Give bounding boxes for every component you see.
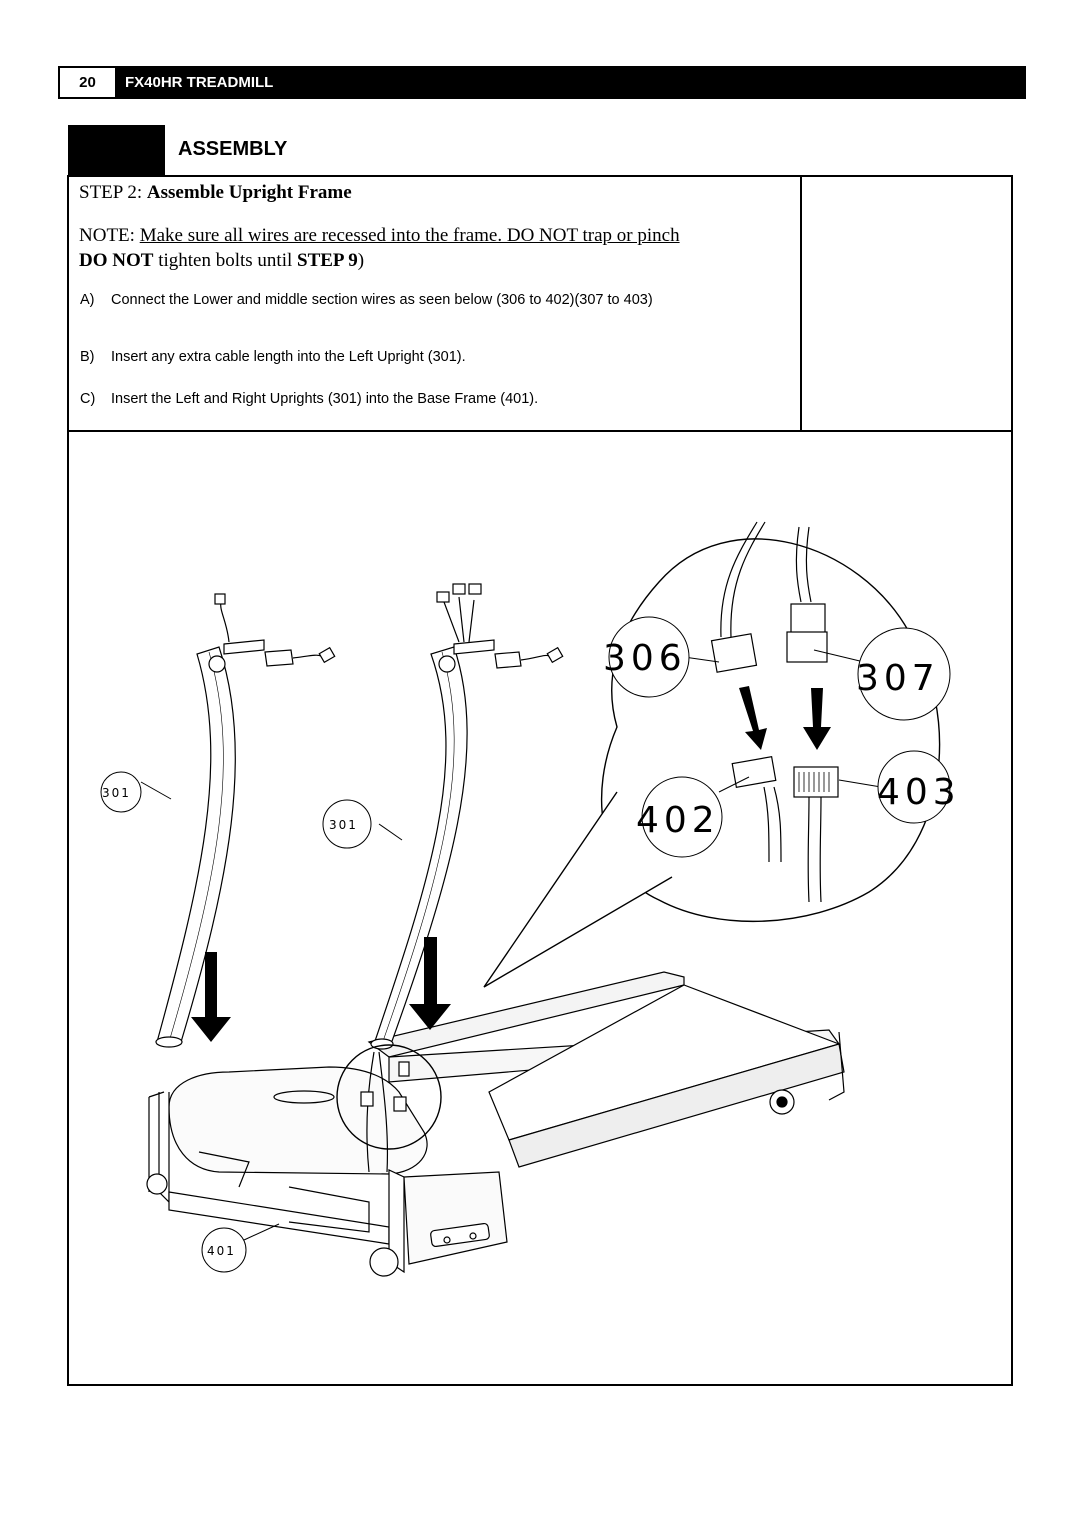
note-prefix: NOTE:	[79, 225, 140, 246]
right-upright	[370, 583, 564, 1050]
step-text-box: STEP 2: Assemble Upright Frame NOTE: Mak…	[67, 175, 1013, 432]
instruction-text: Insert the Left and Right Uprights (301)…	[111, 391, 539, 407]
note-end: )	[357, 250, 365, 271]
part-label-301-left: 301	[102, 786, 131, 800]
instruction-text: Insert any extra cable length into the L…	[111, 349, 466, 365]
treadmill-deck	[367, 971, 845, 1168]
assembly-diagram: 301 301 401 306 307 402 403	[100, 521, 961, 1277]
page-number: 20	[60, 68, 115, 97]
label-circle-403	[877, 750, 951, 824]
connection-detail-circle	[336, 1044, 442, 1150]
step-title: STEP 2: Assemble Upright Frame	[79, 182, 352, 204]
instruction-c: C) Insert the Left and Right Uprights (3…	[80, 389, 791, 410]
part-label-402: 402	[636, 800, 720, 841]
down-arrow-right	[409, 937, 451, 1030]
magnified-connectors	[710, 521, 839, 903]
label-circle-306	[608, 616, 690, 698]
step-note: NOTE: Make sure all wires are recessed i…	[79, 223, 799, 273]
instruction-text: Connect the Lower and middle section wir…	[111, 292, 653, 308]
left-upright	[155, 593, 336, 1048]
instruction-letter: C)	[80, 391, 96, 407]
callout-pointer	[483, 791, 673, 988]
down-arrow-left	[191, 952, 231, 1042]
box-divider	[800, 177, 802, 430]
arrows	[191, 686, 831, 1042]
instruction-a: A) Connect the Lower and middle section …	[80, 290, 791, 311]
label-circle-402	[641, 776, 723, 858]
page-header: 20 FX40HR TREADMILL	[58, 66, 1026, 99]
base-wires	[360, 1051, 410, 1173]
manual-title: FX40HR TREADMILL	[125, 74, 274, 91]
detail-arrow-right	[803, 688, 831, 750]
part-label-401: 401	[207, 1244, 236, 1258]
part-label-306: 306	[603, 638, 687, 679]
label-circle-401	[201, 1227, 247, 1273]
section-title: ASSEMBLY	[178, 138, 288, 160]
part-label-403: 403	[877, 772, 961, 813]
motor-hood	[146, 1066, 508, 1277]
note-underlined: Make sure all wires are recessed into th…	[139, 225, 680, 246]
instruction-letter: A)	[80, 292, 95, 308]
note-mid: tighten bolts until	[153, 250, 297, 271]
section-marker	[68, 125, 165, 177]
detail-arrow-left	[739, 686, 767, 750]
step-name: Assemble Upright Frame	[146, 182, 352, 203]
instruction-b: B) Insert any extra cable length into th…	[80, 347, 791, 368]
label-circle-307	[857, 627, 951, 721]
step-prefix: STEP 2:	[79, 182, 147, 203]
part-label-307: 307	[856, 658, 940, 699]
label-circle-301-left	[100, 771, 142, 813]
label-circle-301-right	[322, 799, 372, 849]
instruction-letter: B)	[80, 349, 95, 365]
note-do-not: DO NOT	[79, 250, 154, 271]
assembly-diagram-box: 301 301 401 306 307 402 403	[67, 430, 1013, 1386]
part-label-301-right: 301	[329, 818, 358, 832]
note-step-ref: STEP 9	[297, 250, 358, 271]
